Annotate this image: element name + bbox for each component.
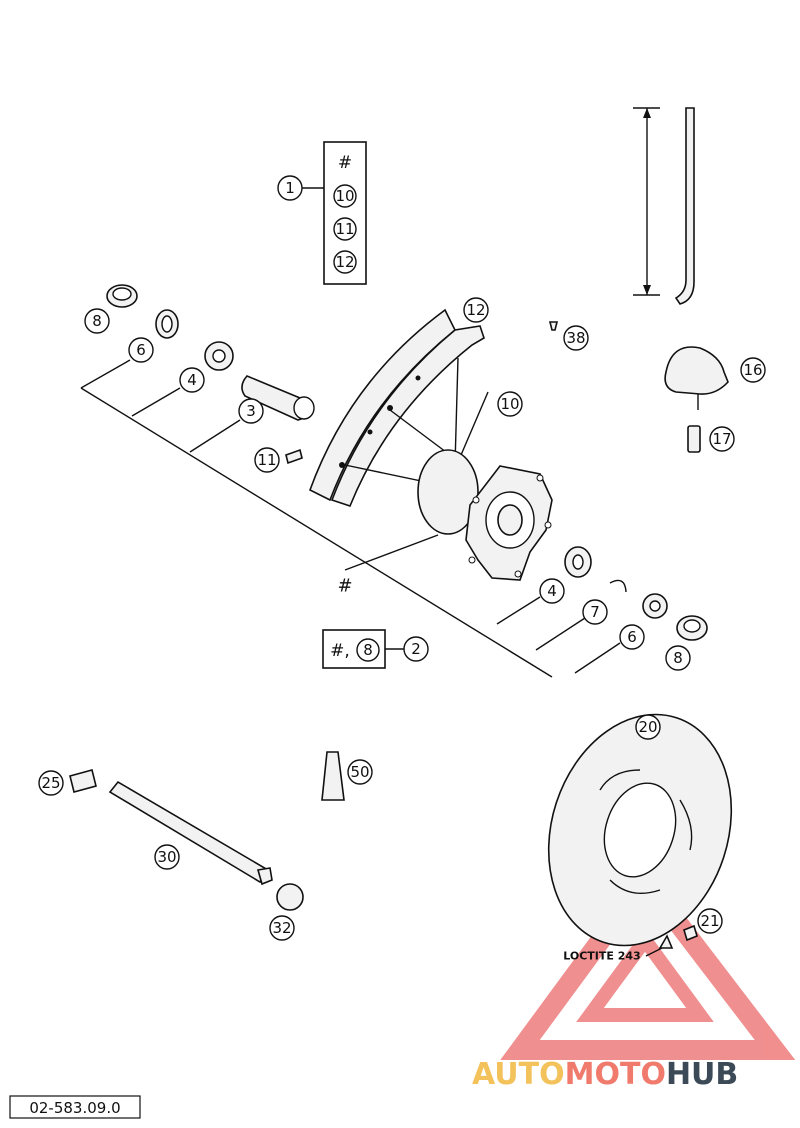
callout-10: 10 xyxy=(497,391,523,417)
svg-text:AUTOMOTOHUB: AUTOMOTOHUB xyxy=(472,1057,738,1092)
svg-text:7: 7 xyxy=(590,603,600,621)
svg-text:1: 1 xyxy=(285,179,295,197)
loctite-label: LOCTITE 243 xyxy=(563,950,640,963)
callout-6b: 6 xyxy=(619,624,645,650)
sub-kit-text: #, xyxy=(330,641,350,661)
axle-parts: 25 30 32 50 xyxy=(38,751,373,941)
sub-kit-item-8: 8 xyxy=(356,638,380,662)
callout-8b: 8 xyxy=(665,645,691,671)
callout-20: 20 xyxy=(635,714,661,740)
svg-text:32: 32 xyxy=(272,919,291,937)
svg-text:12: 12 xyxy=(466,301,485,319)
kit-box-1: # 10 11 12 1 xyxy=(277,141,367,285)
callout-16: 16 xyxy=(740,357,766,383)
callout-25: 25 xyxy=(38,770,64,796)
svg-text:8: 8 xyxy=(673,649,683,667)
watermark-logo xyxy=(500,863,796,1060)
callout-2: 2 xyxy=(403,636,429,662)
svg-text:25: 25 xyxy=(41,774,60,792)
callout-4b: 4 xyxy=(539,578,565,604)
svg-text:4: 4 xyxy=(547,582,557,600)
callout-6a: 6 xyxy=(128,337,154,363)
wheel-rim: 12 10 11 xyxy=(254,297,523,507)
kit-item-11: 11 xyxy=(333,217,357,241)
brake-disc: 20 21 LOCTITE 243 xyxy=(547,713,733,963)
callout-38: 38 xyxy=(563,325,589,351)
svg-text:20: 20 xyxy=(638,718,657,736)
small-parts-right: 38 16 17 xyxy=(548,321,766,453)
svg-text:21: 21 xyxy=(700,912,719,930)
kit-item-10: 10 xyxy=(333,184,357,208)
right-bearing-parts: 4 7 6 8 xyxy=(496,546,708,674)
svg-text:12: 12 xyxy=(335,253,354,271)
svg-text:2: 2 xyxy=(411,640,421,658)
callout-1: 1 xyxy=(277,175,303,201)
svg-text:30: 30 xyxy=(157,848,176,866)
wheel-hub: # xyxy=(337,449,553,597)
svg-text:11: 11 xyxy=(257,451,276,469)
callout-4a: 4 xyxy=(179,367,205,393)
svg-text:8: 8 xyxy=(92,312,102,330)
svg-text:6: 6 xyxy=(627,628,637,646)
svg-text:3: 3 xyxy=(246,402,256,420)
svg-text:50: 50 xyxy=(350,763,369,781)
callout-50: 50 xyxy=(347,759,373,785)
leader-lines-left xyxy=(80,359,553,678)
kit-hash: # xyxy=(338,153,352,173)
svg-text:6: 6 xyxy=(136,341,146,359)
svg-text:10: 10 xyxy=(335,187,354,205)
left-bearing-parts: 8 6 4 3 xyxy=(84,284,315,424)
svg-text:16: 16 xyxy=(743,361,762,379)
hub-hash: # xyxy=(337,576,352,597)
watermark-text: AUTOMOTOHUB xyxy=(472,1057,738,1092)
svg-text:17: 17 xyxy=(712,430,731,448)
callout-12: 12 xyxy=(463,297,489,323)
spoke-tool xyxy=(633,107,695,305)
kit-box-2: #, 8 2 xyxy=(322,629,429,669)
svg-text:8: 8 xyxy=(363,641,373,659)
callout-11: 11 xyxy=(254,447,280,473)
drawing-number: 02-583.09.0 xyxy=(29,1099,120,1117)
svg-text:10: 10 xyxy=(500,395,519,413)
callout-7: 7 xyxy=(582,599,608,625)
callout-32: 32 xyxy=(269,915,295,941)
svg-text:11: 11 xyxy=(335,220,354,238)
callout-8a: 8 xyxy=(84,308,110,334)
callout-21: 21 xyxy=(697,908,723,934)
kit-item-12: 12 xyxy=(333,250,357,274)
svg-text:38: 38 xyxy=(566,329,585,347)
callout-17: 17 xyxy=(709,426,735,452)
svg-text:4: 4 xyxy=(187,371,197,389)
callout-30: 30 xyxy=(154,844,180,870)
drawing-number-box: 02-583.09.0 xyxy=(9,1095,141,1119)
callout-3: 3 xyxy=(238,398,264,424)
